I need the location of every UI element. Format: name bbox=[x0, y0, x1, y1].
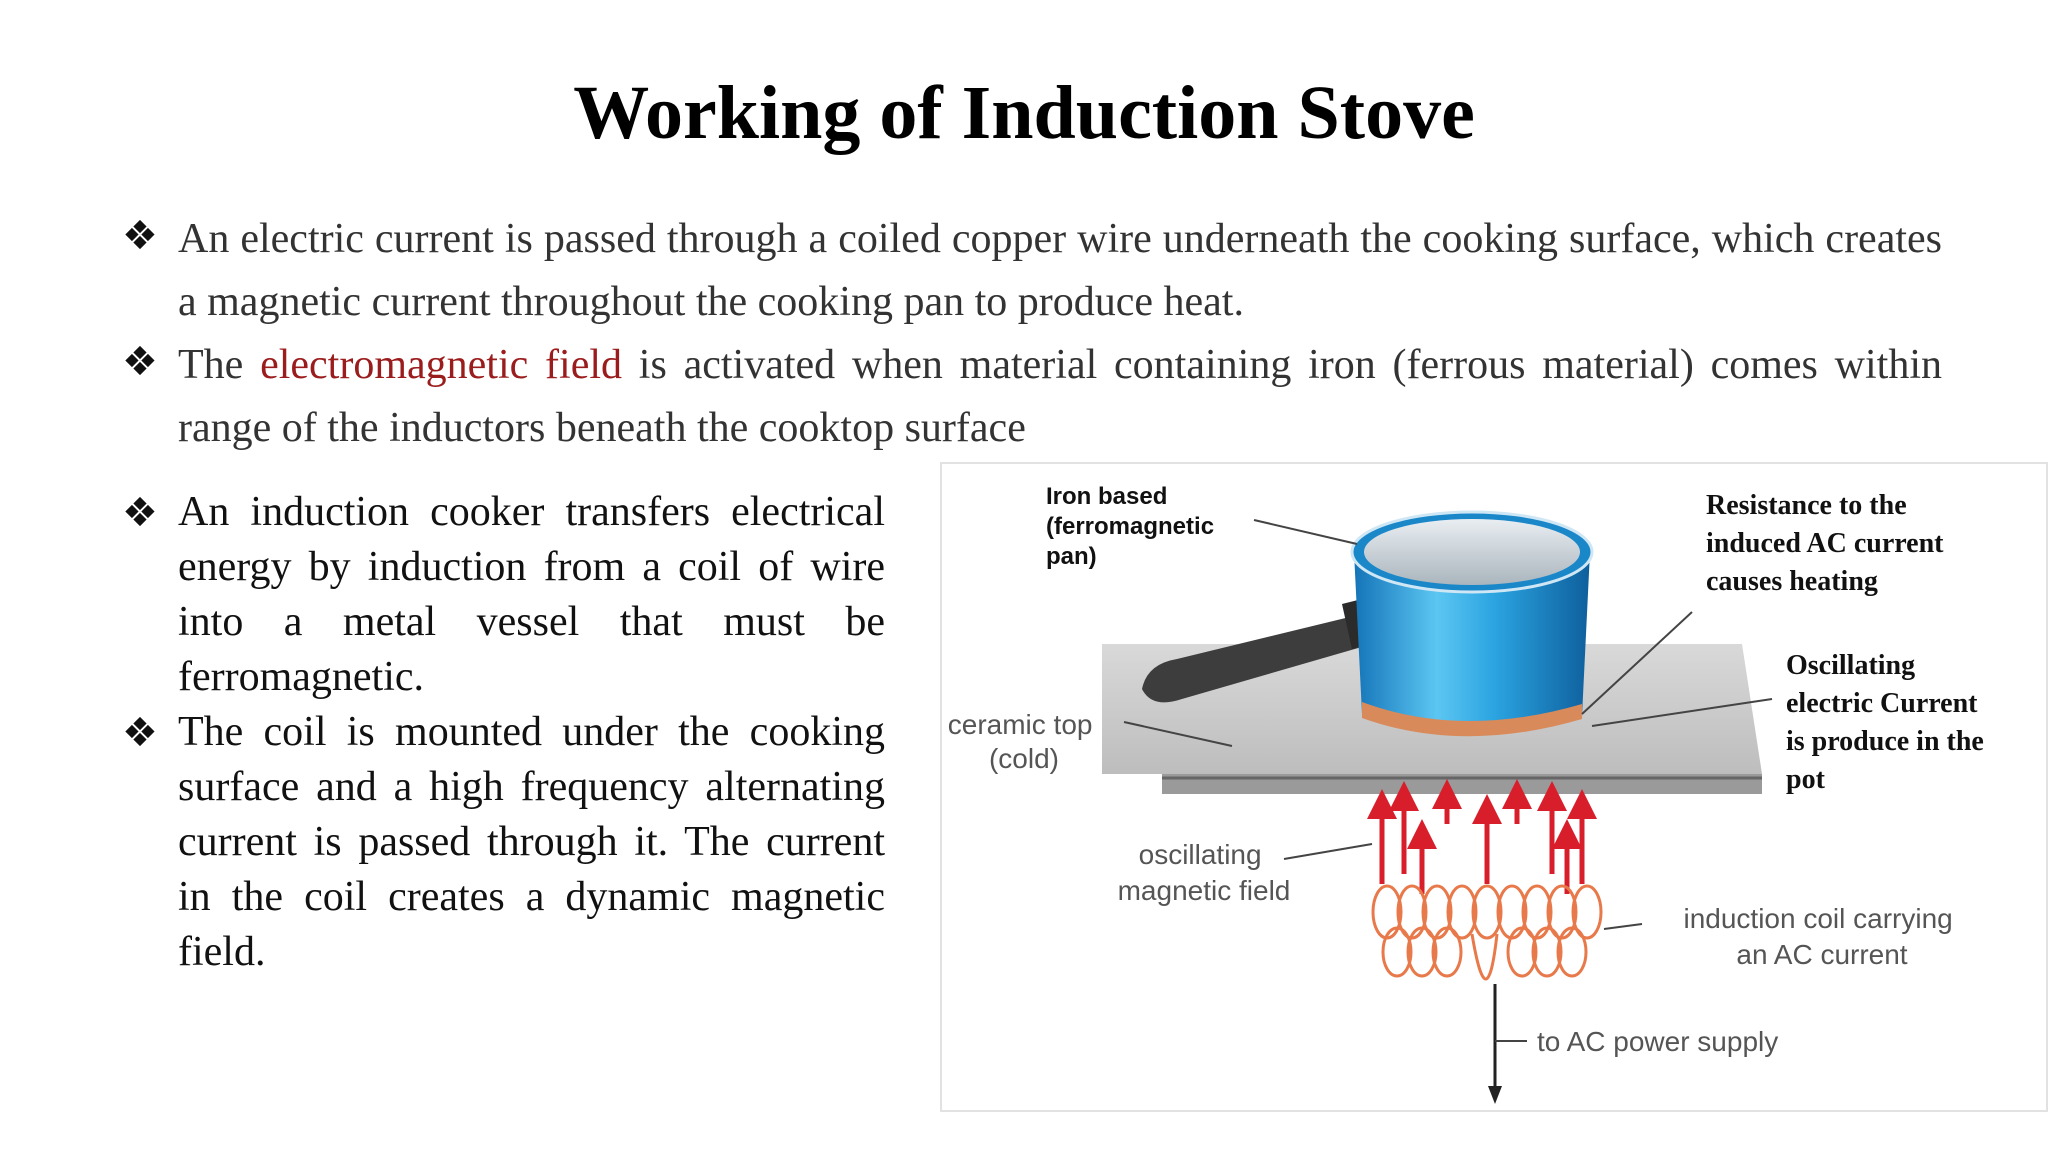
bullet-text: An induction cooker transfers electrical… bbox=[178, 489, 885, 700]
power-lead bbox=[1488, 984, 1502, 1104]
highlighted-term: electromagnetic field bbox=[260, 342, 623, 388]
diamond-bullet-icon: ❖ bbox=[122, 339, 158, 385]
bullet-item: ❖ The electromagnetic field is activated… bbox=[122, 334, 1964, 460]
label-magnetic-field: oscillating magnetic field bbox=[1118, 839, 1291, 906]
diamond-bullet-icon: ❖ bbox=[122, 213, 158, 259]
bullet-item: ❖ An electric current is passed through … bbox=[122, 208, 1964, 334]
label-oscillating-current: Oscillating electric Current is produce … bbox=[1786, 650, 1991, 795]
label-induction-coil: induction coil carrying an AC current bbox=[1683, 903, 1960, 970]
diamond-bullet-icon: ❖ bbox=[122, 710, 158, 756]
magnetic-field-arrows bbox=[1367, 779, 1597, 894]
label-power-supply: to AC power supply bbox=[1537, 1026, 1778, 1057]
induction-stove-diagram: Iron based (ferromagnetic pan) Resistanc… bbox=[940, 462, 2048, 1112]
leader-lines bbox=[1123, 519, 1773, 1042]
bullet-text: The electromagnetic field is activated w… bbox=[178, 334, 1942, 460]
slide-title: Working of Induction Stove bbox=[573, 71, 1475, 155]
bullet-text-post: is activated when material containing ir… bbox=[178, 342, 1943, 451]
bullet-text: An electric current is passed through a … bbox=[178, 216, 1942, 325]
bullet-item: ❖ An induction cooker transfers electric… bbox=[122, 485, 907, 705]
bullet-text: The coil is mounted under the cooking su… bbox=[178, 709, 885, 975]
bullet-item: ❖ The coil is mounted under the cooking … bbox=[122, 705, 907, 980]
induction-coil bbox=[1371, 884, 1603, 981]
label-iron-pan: Iron based (ferromagnetic pan) bbox=[1046, 483, 1221, 570]
label-resistance-heating: Resistance to the induced AC current cau… bbox=[1706, 490, 1951, 597]
iron-pan bbox=[1350, 510, 1594, 737]
label-ceramic-top: ceramic top (cold) bbox=[948, 709, 1101, 774]
diamond-bullet-icon: ❖ bbox=[122, 490, 158, 536]
bullet-text-pre: The bbox=[178, 342, 261, 388]
